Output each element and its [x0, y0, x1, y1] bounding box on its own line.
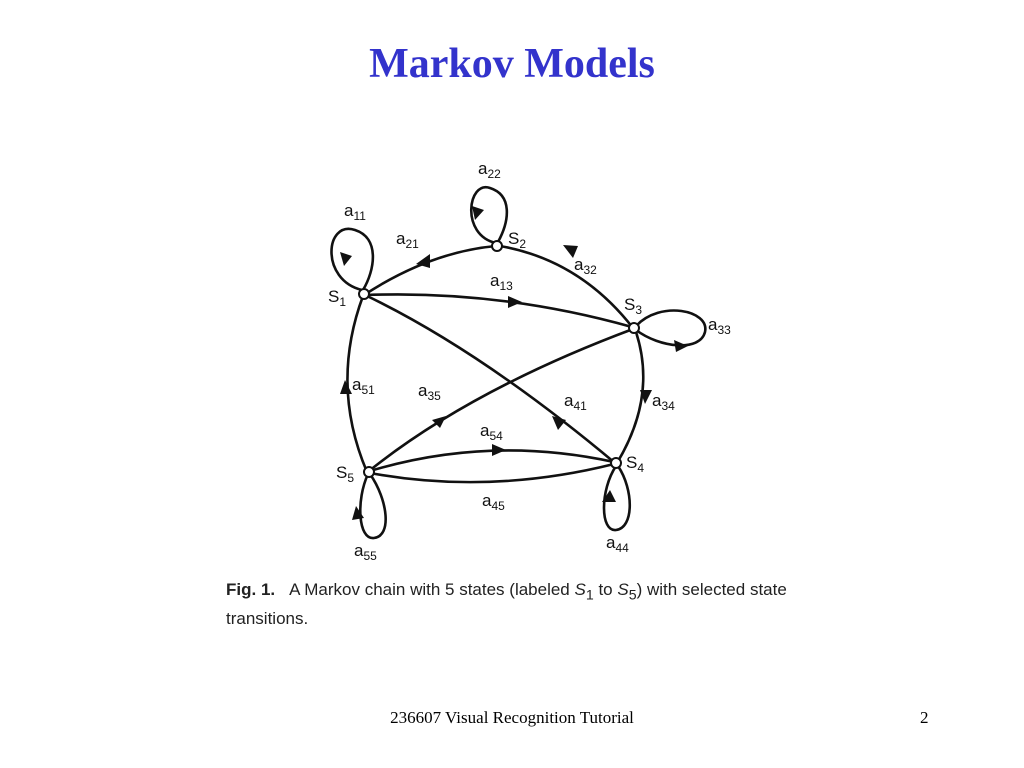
- arrow-a13: [508, 296, 522, 308]
- edge-a35: [368, 327, 634, 473]
- arrow-a21: [416, 254, 430, 268]
- edge-label-a44: a44: [606, 533, 629, 555]
- arrow-a22: [472, 206, 484, 220]
- arrow-a35: [432, 416, 446, 428]
- state-label-s3: S3: [624, 295, 642, 317]
- edge-a32: [499, 244, 635, 329]
- footer-text: 236607 Visual Recognition Tutorial: [390, 708, 634, 727]
- loop-a44: [602, 465, 632, 532]
- arrow-a54: [492, 444, 506, 456]
- arrow-a41: [552, 416, 566, 430]
- figure-caption-text-before: A Markov chain with 5 states (labeled: [289, 580, 575, 599]
- figure-caption-s-first-sub: 1: [585, 587, 594, 604]
- state-label-s4: S4: [626, 453, 644, 475]
- loop-a22: [470, 186, 509, 245]
- figure-caption-text-after: ) with selected state transitions.: [226, 580, 787, 629]
- edge-a41: [364, 293, 616, 464]
- state-label-s1: S1: [328, 287, 346, 309]
- page-number: 2: [920, 708, 929, 727]
- state-s3: [628, 322, 640, 334]
- state-s5: [363, 466, 375, 478]
- figure-caption-s-last: S: [617, 580, 629, 599]
- markov-chain-diagram: S1 S2 S3 S4 S5 a11 a22 a33 a44 a55 a21 a…: [328, 159, 731, 563]
- arrow-a55: [352, 506, 364, 520]
- edge-label-a34: a34: [652, 391, 675, 413]
- edge-label-a13: a13: [490, 271, 513, 293]
- edge-a21: [363, 244, 497, 297]
- figure-caption-s-last-sub: 5: [628, 587, 637, 604]
- edge-a34: [615, 328, 645, 464]
- loop-a55: [359, 473, 387, 540]
- state-label-s2: S2: [508, 229, 526, 251]
- loop-a11: [330, 227, 375, 292]
- edge-a45: [369, 462, 615, 484]
- edge-label-a55: a55: [354, 541, 377, 563]
- markov-chain-figure: S1 S2 S3 S4 S5 a11 a22 a33 a44 a55 a21 a…: [300, 140, 770, 580]
- edge-label-a51: a51: [352, 375, 375, 397]
- edge-label-a45: a45: [482, 491, 505, 513]
- arrow-a11: [340, 252, 352, 266]
- arrow-a51: [340, 380, 352, 394]
- edge-label-a11: a11: [344, 201, 366, 223]
- state-s1: [358, 288, 370, 300]
- figure-caption-s-first: S: [574, 580, 586, 599]
- edge-label-a54: a54: [480, 421, 503, 443]
- state-s4: [610, 457, 622, 469]
- slide-title: Markov Models: [369, 41, 655, 87]
- edge-label-a33: a33: [708, 315, 731, 337]
- edge-a13: [365, 293, 633, 329]
- edge-label-a21: a21: [396, 229, 419, 251]
- edge-label-a41: a41: [564, 391, 587, 413]
- edge-label-a32: a32: [574, 255, 597, 277]
- figure-caption: Fig. 1. A Markov chain with 5 states (lab…: [226, 578, 806, 631]
- edge-a54: [369, 449, 615, 473]
- edge-label-a35: a35: [418, 381, 441, 403]
- arrow-a32: [563, 245, 578, 258]
- edge-label-a22: a22: [478, 159, 501, 181]
- arrow-a44: [602, 490, 616, 502]
- figure-caption-label: Fig. 1.: [226, 580, 276, 599]
- state-label-s5: S5: [336, 463, 354, 485]
- loop-a33: [635, 309, 707, 347]
- edge-a51: [346, 295, 369, 473]
- arrow-a33: [674, 340, 688, 352]
- figure-caption-text-mid: to: [593, 580, 618, 599]
- state-s2: [491, 240, 503, 252]
- arrow-a34: [640, 390, 652, 404]
